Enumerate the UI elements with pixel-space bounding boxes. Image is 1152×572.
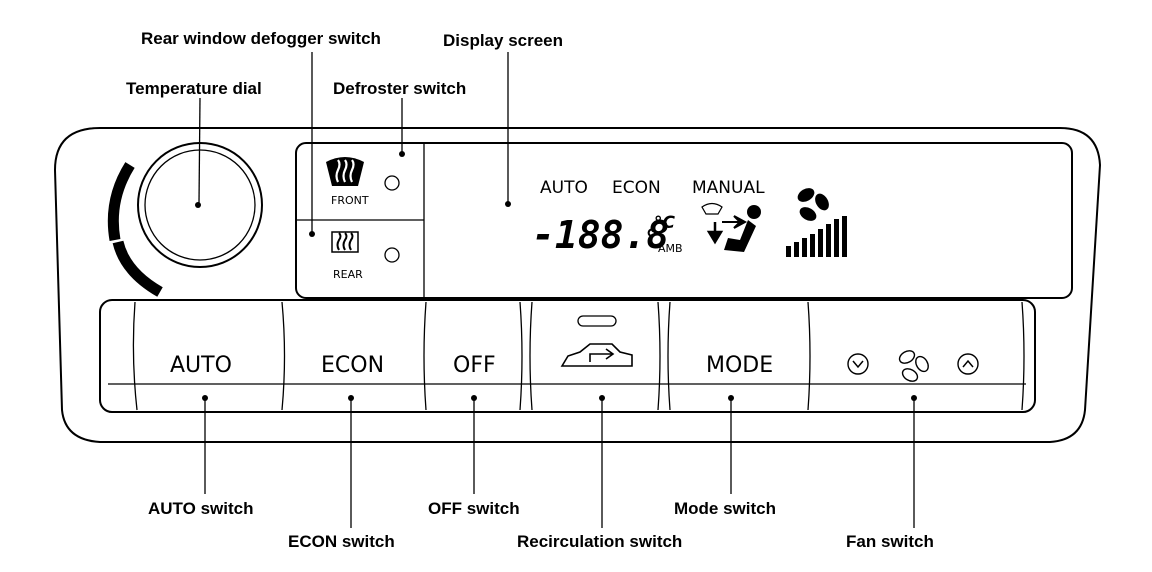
rear-defogger-switch[interactable]: REAR (331, 231, 400, 281)
econ-button[interactable]: ECON (321, 353, 384, 378)
front-label: FRONT (331, 194, 369, 207)
chevron-down-icon (852, 360, 864, 369)
callout-temperature-dial: Temperature dial (126, 79, 262, 98)
rear-defogger-indicator (384, 247, 400, 263)
recirculation-button[interactable] (560, 315, 633, 367)
display-fan-icon (797, 188, 829, 221)
display-celsius: °C (654, 213, 676, 233)
callout-off: OFF switch (428, 499, 520, 518)
mode-person-head-icon (747, 205, 761, 219)
rear-label: REAR (333, 268, 363, 281)
temperature-dial-marker (195, 202, 201, 208)
off-button-label: OFF (453, 353, 496, 378)
callout-econ: ECON switch (288, 532, 395, 551)
display-manual: MANUAL (692, 178, 765, 198)
front-defroster-switch[interactable]: FRONT (326, 157, 400, 207)
callout-display-screen: Display screen (443, 31, 563, 50)
display-auto: AUTO (540, 178, 588, 198)
off-button[interactable]: OFF (453, 353, 496, 378)
callout-defroster: Defroster switch (333, 79, 466, 98)
mode-button[interactable]: MODE (706, 353, 773, 378)
callout-mode: Mode switch (674, 499, 776, 518)
mode-arrow-right-icon (722, 215, 748, 229)
chevron-up-icon (962, 359, 974, 368)
recirculation-arrow-icon (589, 348, 615, 362)
callout-recirculation: Recirculation switch (517, 532, 682, 551)
auto-button-label: AUTO (170, 353, 232, 378)
mode-button-label: MODE (706, 353, 773, 378)
mode-arrow-down-icon (706, 222, 724, 245)
fan-up-button[interactable] (957, 353, 979, 375)
callout-lines (198, 52, 917, 528)
callout-rear-defogger: Rear window defogger switch (141, 29, 381, 48)
recirculation-car-icon (560, 343, 633, 367)
temperature-scale-upper (107, 162, 135, 241)
callout-fan: Fan switch (846, 532, 934, 551)
display-amb: AMB (658, 242, 683, 255)
callout-auto: AUTO switch (148, 499, 253, 518)
panel-bezel (53, 127, 1102, 443)
recirculation-indicator (577, 315, 617, 327)
display-degree: ° (644, 225, 660, 255)
fan-down-button[interactable] (847, 353, 869, 375)
fan-button-icon (898, 350, 929, 382)
temperature-scale-lower (112, 240, 163, 297)
mode-person-body-icon (724, 220, 756, 252)
button-strip (99, 299, 1036, 413)
display-temperature: -188.8 (532, 213, 669, 257)
mode-defrost-mini-icon (701, 202, 723, 215)
econ-button-label: ECON (321, 353, 384, 378)
auto-button[interactable]: AUTO (170, 353, 232, 378)
fan-level-bars (786, 216, 847, 257)
display-econ: ECON (612, 178, 661, 198)
display-screen: AUTO ECON MANUAL -188.8 ° °C AMB (532, 178, 847, 257)
front-defroster-indicator (384, 175, 400, 191)
